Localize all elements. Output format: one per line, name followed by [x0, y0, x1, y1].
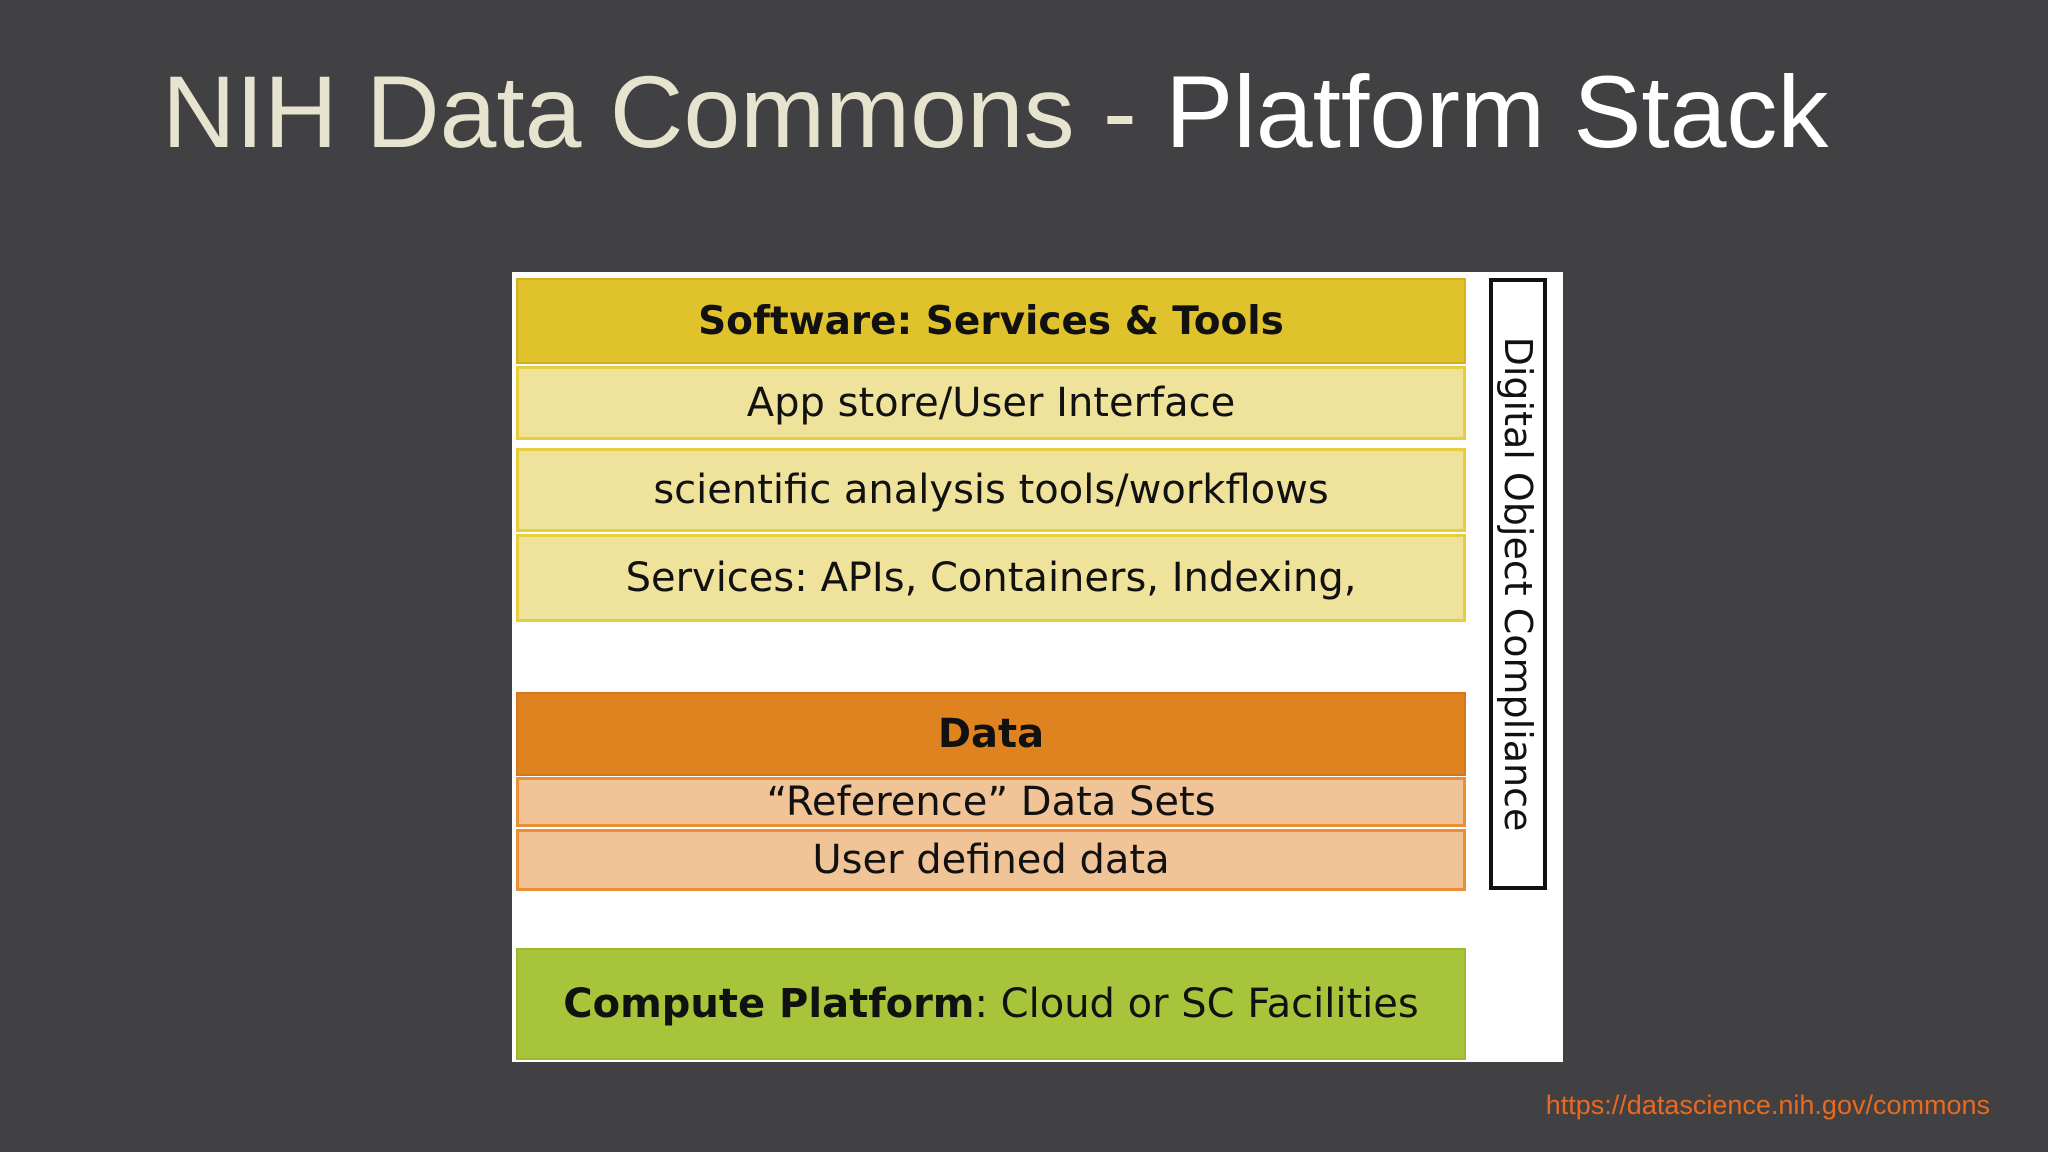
software-row-label: App store/User Interface: [746, 380, 1236, 426]
slide-title-part2: Platform Stack: [1165, 55, 1829, 169]
compute-platform-box: Compute Platform: Cloud or SC Facilities: [516, 948, 1466, 1060]
platform-stack-diagram: Software: Services & Tools App store/Use…: [512, 272, 1563, 1062]
software-header-label: Software: Services & Tools: [698, 298, 1284, 344]
data-row-user-defined: User defined data: [516, 829, 1466, 891]
data-row-reference: “Reference” Data Sets: [516, 777, 1466, 827]
data-header-box: Data: [516, 692, 1466, 776]
compute-label-rest: : Cloud or SC Facilities: [974, 981, 1419, 1027]
software-row-services: Services: APIs, Containers, Indexing,: [516, 534, 1466, 622]
slide-title-part1: NIH Data Commons -: [162, 55, 1166, 169]
compute-label: Compute Platform: Cloud or SC Facilities: [563, 981, 1419, 1027]
slide-title: NIH Data Commons - Platform Stack: [162, 52, 1828, 172]
software-row-label: scientific analysis tools/workflows: [653, 467, 1329, 513]
software-row-app-store: App store/User Interface: [516, 366, 1466, 440]
compliance-label: Digital Object Compliance: [1496, 336, 1540, 832]
software-row-label: Services: APIs, Containers, Indexing,: [625, 555, 1357, 601]
digital-object-compliance-box: Digital Object Compliance: [1489, 278, 1547, 890]
data-row-label: “Reference” Data Sets: [766, 779, 1216, 825]
source-url[interactable]: https://datascience.nih.gov/commons: [1545, 1090, 1990, 1120]
software-row-analysis-tools: scientific analysis tools/workflows: [516, 448, 1466, 532]
compute-label-bold: Compute Platform: [563, 981, 975, 1027]
data-row-label: User defined data: [812, 837, 1170, 883]
data-header-label: Data: [937, 711, 1045, 757]
software-header-box: Software: Services & Tools: [516, 278, 1466, 364]
